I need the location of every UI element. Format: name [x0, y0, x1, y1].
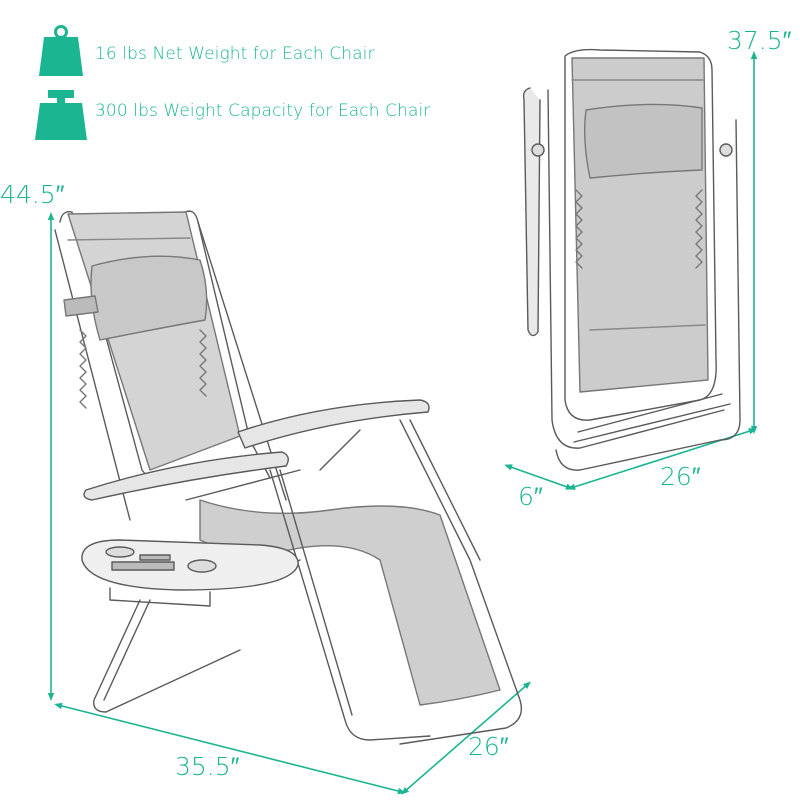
dimension-open-height: 44.5″: [0, 180, 65, 209]
dimension-folded-height: 37.5″: [727, 26, 792, 55]
spec-net-weight: [36, 24, 86, 84]
weight-ring-icon: [39, 25, 83, 76]
spec-net-weight-label: 16 lbs Net Weight for Each Chair: [95, 44, 375, 64]
spec-capacity-label: 300 lbs Weight Capacity for Each Chair: [95, 101, 431, 121]
spec-capacity: [33, 88, 89, 148]
weight-block-icon: [35, 90, 87, 140]
